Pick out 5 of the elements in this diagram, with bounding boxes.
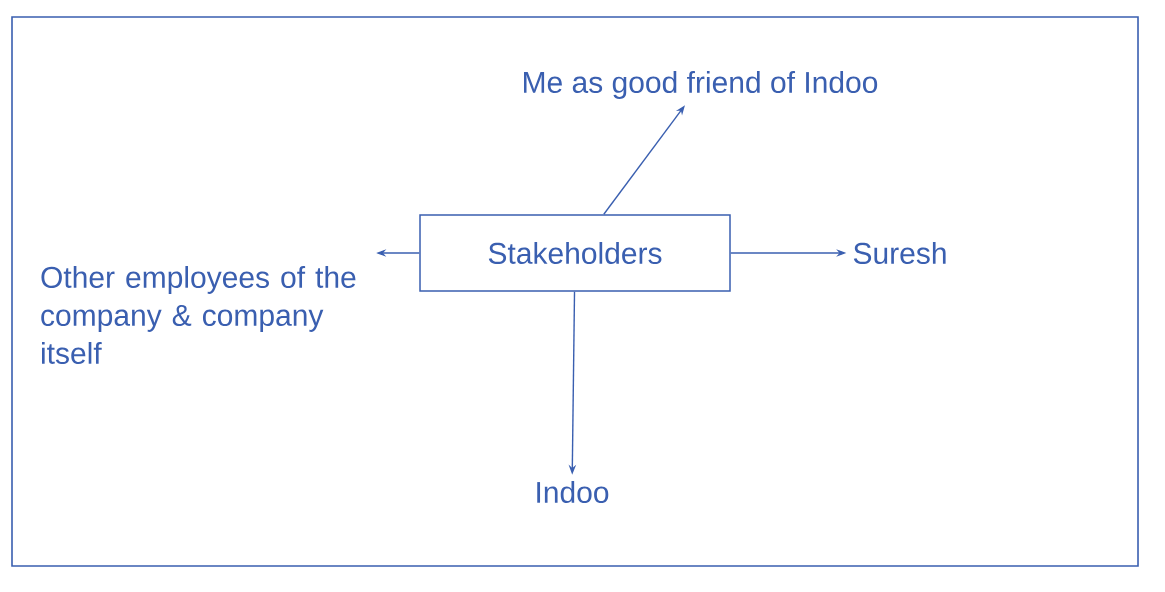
node-text: Suresh (853, 242, 946, 264)
node-text: Me as good friend of Indoo (524, 71, 878, 99)
node-text: Indoo (537, 481, 609, 503)
process-box: Stakeholders (419, 214, 731, 292)
node-text: Other employees of the company & company itself (41, 266, 356, 364)
